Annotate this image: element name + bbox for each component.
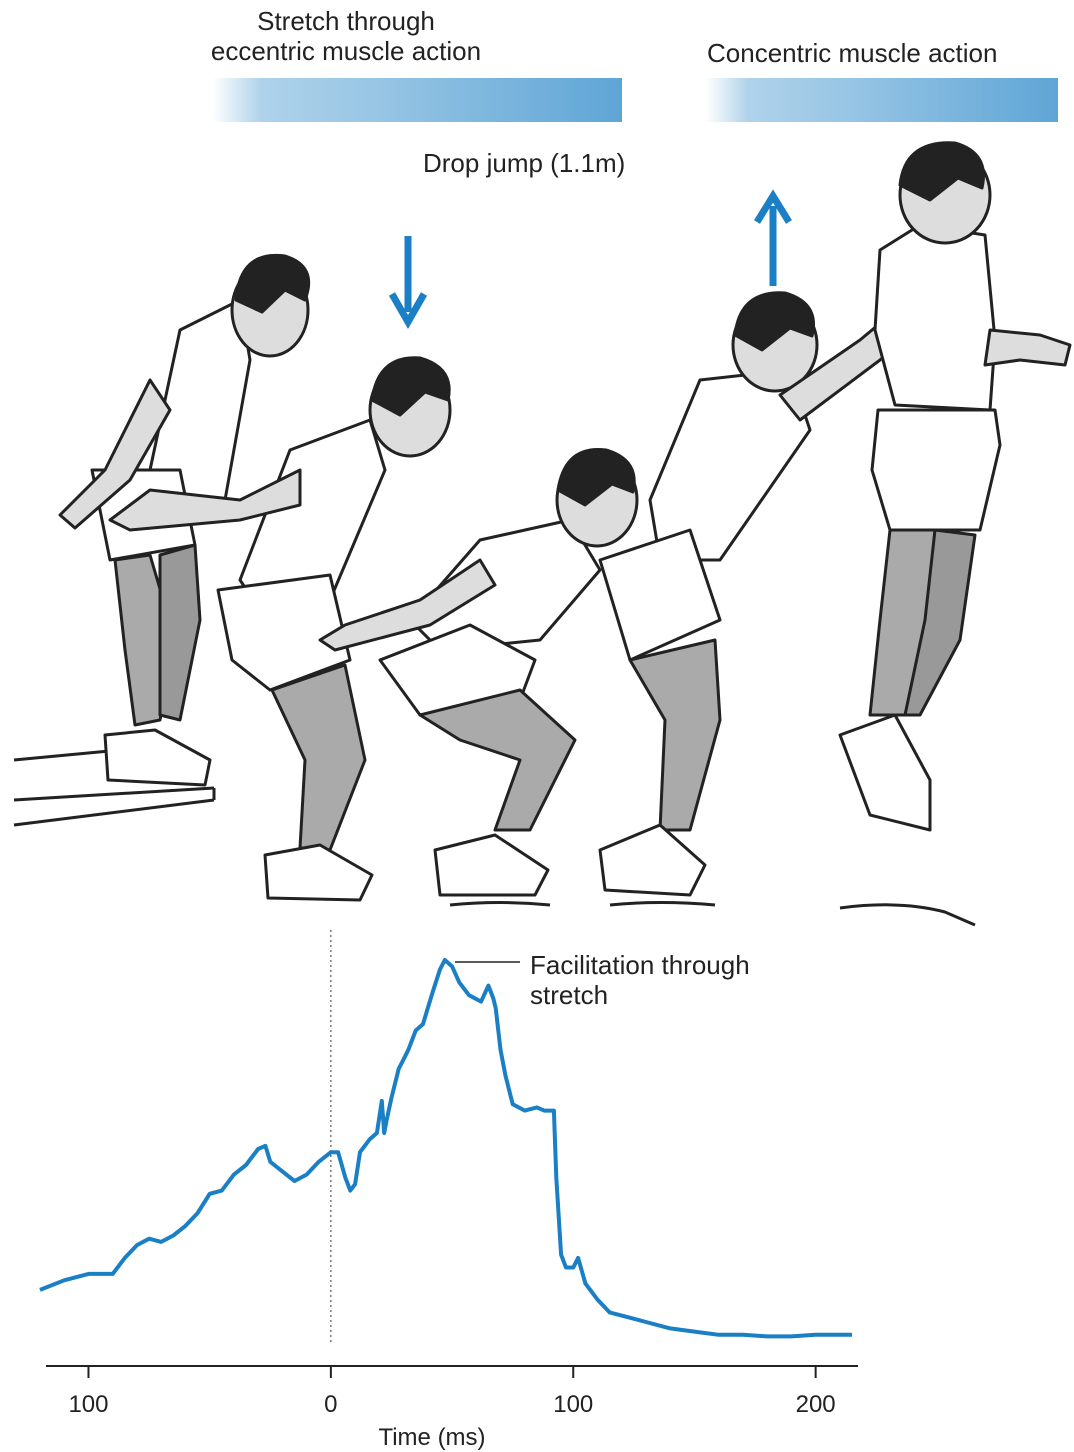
emg-series-line xyxy=(40,960,852,1336)
x-axis-label: Time (ms) xyxy=(378,1424,485,1451)
x-tick-label: 0 xyxy=(324,1391,337,1418)
x-tick-label: 100 xyxy=(553,1391,593,1418)
x-tick-label: 100 xyxy=(68,1391,108,1418)
x-tick-label: 200 xyxy=(796,1391,836,1418)
x-axis-ticks: 100 0 100 200 xyxy=(68,1366,835,1418)
